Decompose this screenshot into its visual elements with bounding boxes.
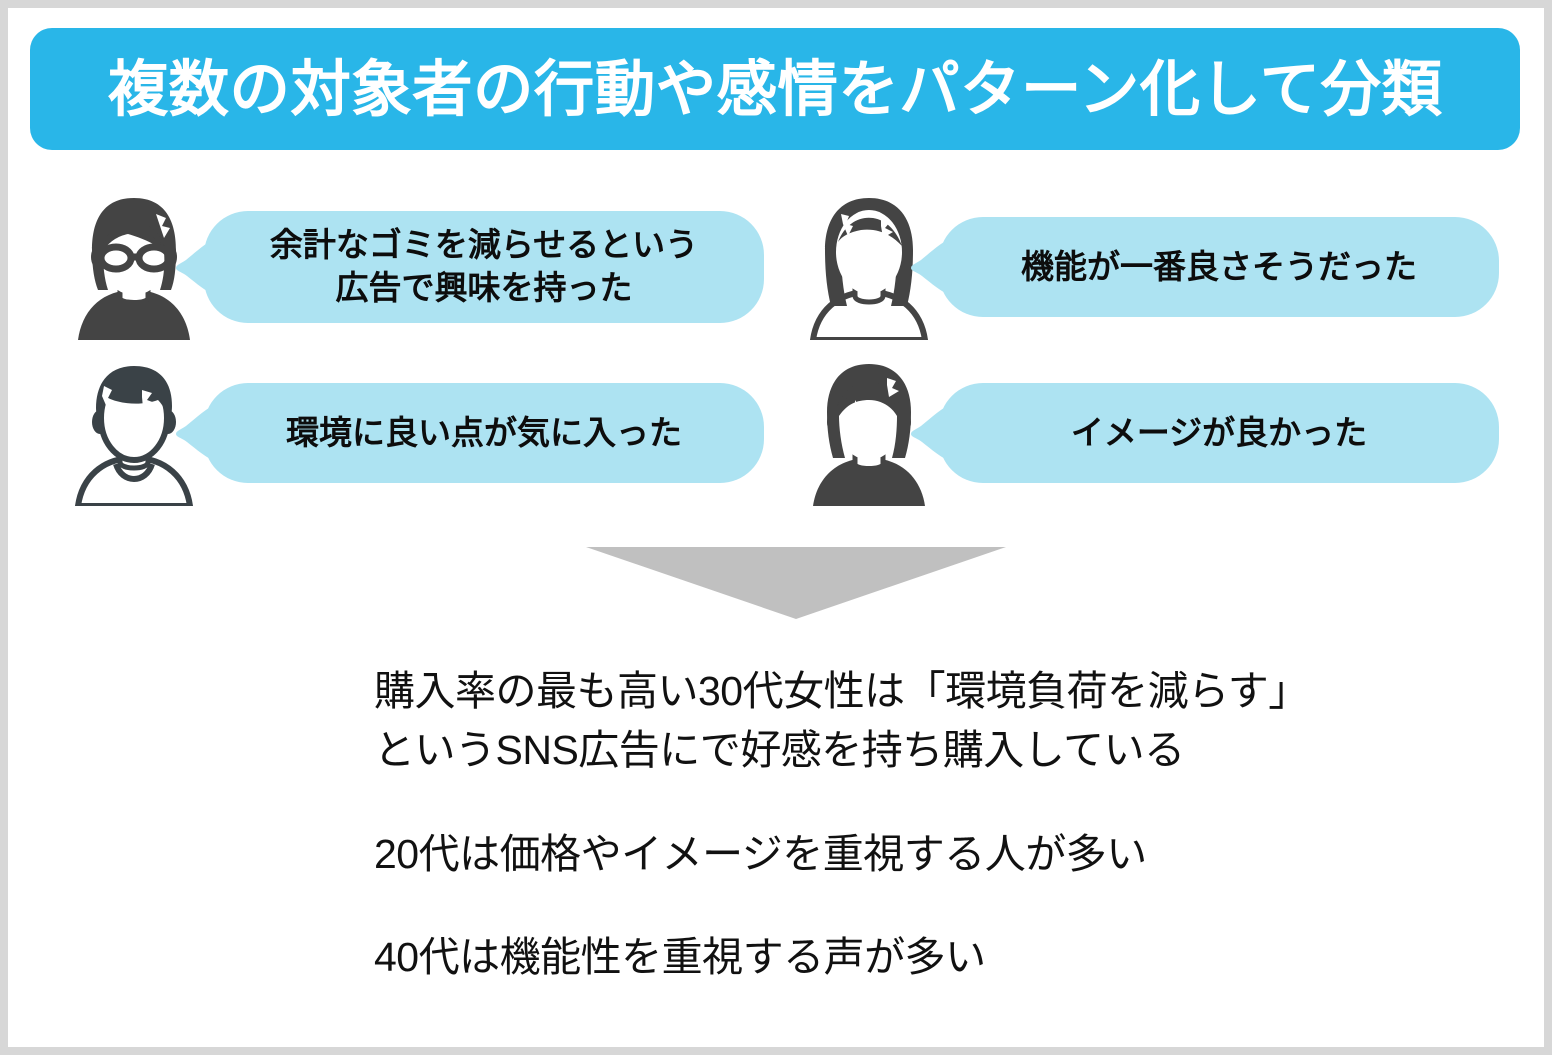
persona-row-1: 余計なゴミを減らせるという 広告で興味を持った	[68, 194, 764, 340]
speech-bubble-1: 余計なゴミを減らせるという 広告で興味を持った	[204, 211, 764, 323]
speech-bubble-4: イメージが良かった	[939, 383, 1499, 483]
spacer	[374, 781, 1424, 825]
person-short-hair-avatar	[68, 360, 200, 506]
persona-quote-3: 環境に良い点が気に入った	[286, 413, 682, 451]
woman-long-hair-avatar	[803, 194, 935, 340]
persona-quote-2: 機能が一番良さそうだった	[1021, 247, 1417, 285]
speech-bubble-wrap-2: 機能が一番良さそうだった	[911, 217, 1499, 317]
speech-bubble-wrap-3: 環境に良い点が気に入った	[176, 383, 764, 483]
down-arrow-icon	[586, 543, 1006, 619]
persona-row-3: 環境に良い点が気に入った	[68, 360, 764, 506]
speech-bubble-wrap-1: 余計なゴミを減らせるという 広告で興味を持った	[176, 211, 764, 323]
woman-with-glasses-avatar	[68, 194, 200, 340]
speech-bubble-3: 環境に良い点が気に入った	[204, 383, 764, 483]
page-title: 複数の対象者の行動や感情をパターン化して分類	[107, 54, 1443, 123]
persona-quote-4: イメージが良かった	[1070, 413, 1368, 451]
spacer	[374, 884, 1424, 928]
persona-row-4: イメージが良かった	[803, 360, 1499, 506]
conclusion-block: 購入率の最も高い30代女性は「環境負荷を減らす」 というSNS広告にで好感を持ち…	[374, 662, 1424, 988]
persona-row-2: 機能が一番良さそうだった	[803, 194, 1499, 340]
conclusion-paragraph-2: 20代は価格やイメージを重視する人が多い	[374, 830, 1147, 877]
slide-title-bar: 複数の対象者の行動や感情をパターン化して分類	[30, 28, 1520, 150]
slide-canvas: 複数の対象者の行動や感情をパターン化して分類	[8, 8, 1544, 1047]
conclusion-paragraph-3: 40代は機能性を重視する声が多い	[374, 934, 986, 981]
woman-medium-hair-avatar	[803, 360, 935, 506]
speech-bubble-wrap-4: イメージが良かった	[911, 383, 1499, 483]
speech-bubble-2: 機能が一番良さそうだった	[939, 217, 1499, 317]
persona-quote-1: 余計なゴミを減らせるという 広告で興味を持った	[269, 226, 699, 306]
conclusion-paragraph-1: 購入率の最も高い30代女性は「環境負荷を減らす」 というSNS広告にで好感を持ち…	[374, 668, 1309, 774]
